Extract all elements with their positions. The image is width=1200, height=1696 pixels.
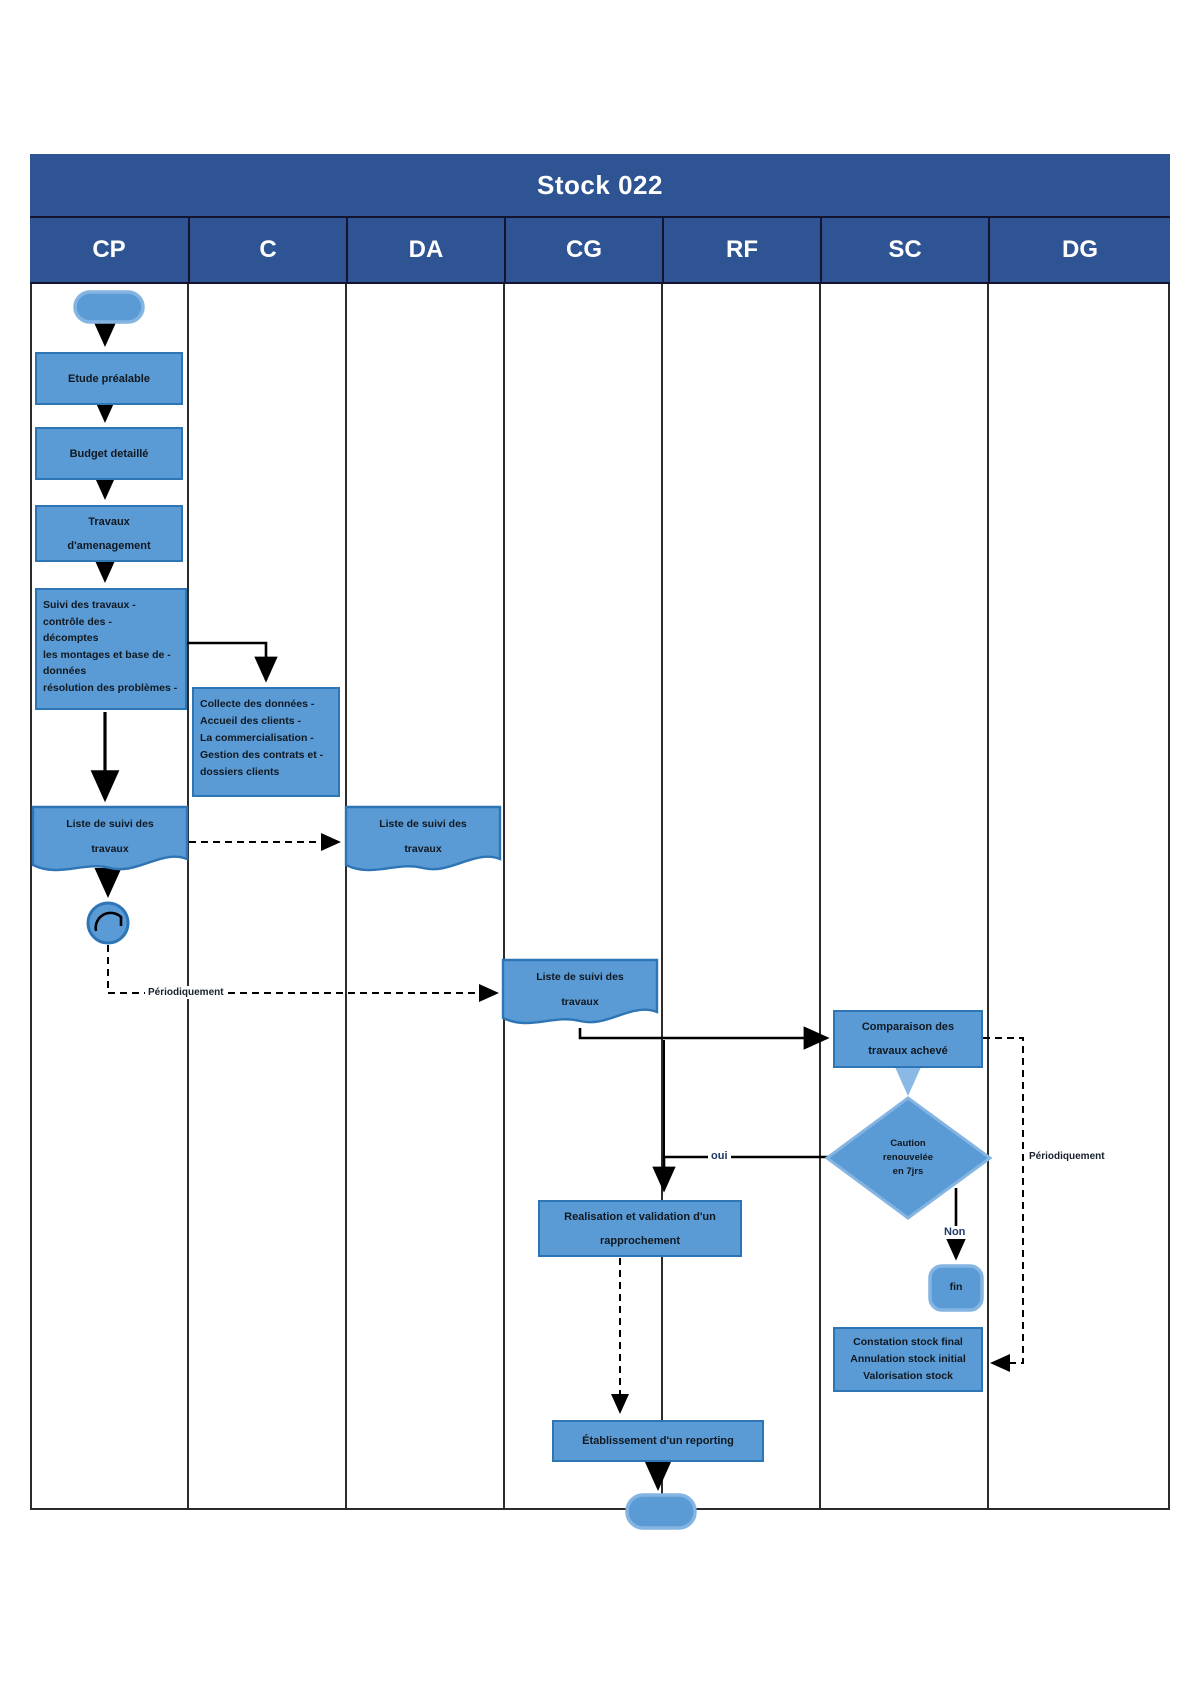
- start-node: [73, 290, 145, 324]
- task-suivi-travaux: Suivi des travaux - contrôle des - décom…: [35, 588, 187, 710]
- lane-header-da: DA: [346, 218, 504, 284]
- lane-divider: [345, 284, 347, 1510]
- task-label: Comparaison des: [861, 1021, 955, 1033]
- task-etude-prealable: Etude préalable: [35, 352, 183, 405]
- lane-header-c: C: [188, 218, 346, 284]
- task-label: Annulation stock initial: [850, 1353, 966, 1365]
- task-etablissement-reporting: Établissement d'un reporting: [552, 1420, 764, 1462]
- document-liste-cg: [501, 958, 659, 1025]
- edge-label-periodiquement-right: Périodiquement: [1026, 1150, 1108, 1163]
- task-label: Gestion des contrats et -: [200, 749, 324, 761]
- document-label-cp: Liste de suivi des travaux: [33, 812, 187, 862]
- document-label-line: travaux: [561, 996, 599, 1008]
- arrow-doccg-to-comparaison: [578, 1026, 830, 1050]
- task-label: Constation stock final: [853, 1336, 963, 1348]
- task-label: Collecte des données -: [200, 698, 315, 710]
- fin-node: [928, 1264, 984, 1312]
- lane-divider: [661, 284, 663, 1510]
- task-label: Budget detaillé: [69, 447, 149, 460]
- end-node: [625, 1493, 697, 1530]
- lane-header-cg: CG: [504, 218, 662, 284]
- task-label: Accueil des clients -: [200, 715, 301, 727]
- lane-label: DA: [408, 236, 444, 263]
- lane-divider: [819, 284, 821, 1510]
- task-collecte-donnees: Collecte des données - Accueil des clien…: [192, 687, 340, 797]
- task-constation-stock: Constation stock final Annulation stock …: [833, 1327, 983, 1392]
- lane-label: SC: [888, 236, 922, 263]
- diagram-title-band: Stock 022: [30, 154, 1170, 218]
- task-label: contrôle des -: [43, 615, 112, 628]
- document-liste-cp: [31, 805, 189, 872]
- task-label: Établissement d'un reporting: [582, 1435, 734, 1447]
- document-label-cg: Liste de suivi des travaux: [503, 965, 657, 1015]
- lane-divider: [503, 284, 505, 1510]
- document-label-line: Liste de suivi des: [536, 971, 624, 983]
- edge-label-non: Non: [941, 1226, 969, 1239]
- task-label: Suivi des travaux -: [43, 599, 136, 611]
- task-label: d'amenagement: [67, 539, 151, 552]
- dashed-comparaison-to-constation: [983, 1037, 1024, 1372]
- edge-label-oui: oui: [708, 1150, 731, 1163]
- fin-label: fin: [949, 1281, 963, 1293]
- decision-label-line: renouvelée: [882, 1152, 934, 1163]
- task-label: Etude préalable: [68, 372, 150, 385]
- task-budget-detaille: Budget detaillé: [35, 427, 183, 480]
- task-label: rapprochement: [599, 1234, 681, 1247]
- timer-hand-icon: [94, 911, 123, 932]
- task-label: travaux achevé: [868, 1045, 948, 1057]
- lane-header-cp: CP: [30, 218, 188, 284]
- task-label: Travaux: [88, 515, 130, 528]
- lane-divider: [187, 284, 189, 1510]
- task-label: les montages et base de -: [43, 648, 171, 661]
- lane-label: CG: [566, 236, 602, 263]
- lane-divider: [987, 284, 989, 1510]
- document-label-line: Liste de suivi des: [379, 818, 467, 830]
- decision-label: Caution renouvelée en 7jrs: [848, 1137, 968, 1179]
- arrow-oui-to-realisation: [652, 1155, 828, 1193]
- lane-header-sc: SC: [820, 218, 988, 284]
- task-realisation-rapprochement: Realisation et validation d'un rapproche…: [538, 1200, 742, 1257]
- document-label-line: travaux: [404, 843, 442, 855]
- decision-diamond: [824, 1096, 993, 1220]
- task-label: La commercialisation -: [200, 732, 314, 744]
- document-label-line: Liste de suivi des: [66, 818, 154, 830]
- task-travaux-amenagement: Travaux d'amenagement: [35, 505, 183, 562]
- task-label: Realisation et validation d'un: [564, 1210, 716, 1223]
- task-label: données: [43, 665, 87, 677]
- task-label: dossiers clients: [200, 766, 280, 778]
- task-label: Valorisation stock: [863, 1370, 953, 1382]
- decision-label-line: en 7jrs: [892, 1166, 924, 1177]
- arrow-suivi-to-collecte: [187, 641, 278, 683]
- document-label-da: Liste de suivi des travaux: [346, 812, 500, 862]
- document-label-line: travaux: [91, 843, 129, 855]
- lane-header-rf: RF: [662, 218, 820, 284]
- lane-label: CP: [92, 236, 126, 263]
- task-label: décomptes: [43, 632, 99, 644]
- edge-label-periodiquement-left: Périodiquement: [145, 986, 227, 999]
- decision-label-line: Caution: [890, 1138, 926, 1149]
- lane-label: DG: [1062, 236, 1098, 263]
- task-comparaison-travaux: Comparaison des travaux achevé: [833, 1010, 983, 1068]
- diagram-title: Stock 022: [537, 169, 663, 200]
- lane-label: RF: [726, 236, 758, 263]
- task-label: résolution des problèmes -: [43, 681, 178, 694]
- lane-header-dg: DG: [988, 218, 1170, 284]
- dashed-timer-to-doccg: [107, 945, 499, 1002]
- timer-icon: [86, 901, 130, 945]
- document-liste-da: [344, 805, 502, 872]
- lane-label: C: [259, 236, 277, 263]
